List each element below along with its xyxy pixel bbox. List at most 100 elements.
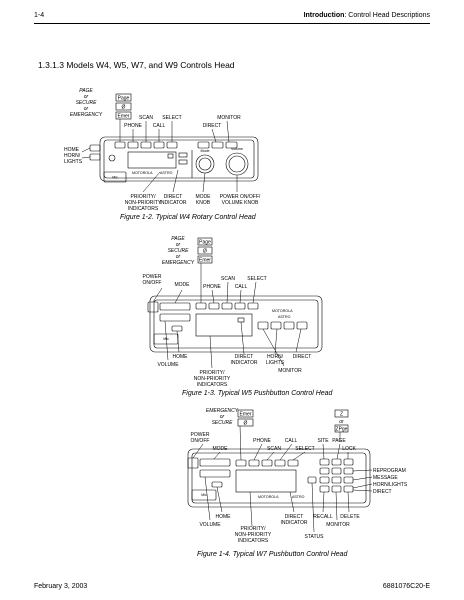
direct-indicator-label: INDICATOR <box>280 520 307 526</box>
mic-jack <box>191 489 217 501</box>
mode-knob-label: MODE <box>196 194 212 200</box>
model-text: ASTRO <box>278 315 291 319</box>
control-head-body <box>149 295 323 353</box>
mic-jack <box>103 171 127 183</box>
secure-key-text: Ø <box>244 421 248 427</box>
power-label: POWER <box>191 432 210 438</box>
site-label: SITE <box>317 438 329 444</box>
home-button <box>89 144 101 152</box>
direct-indicator-label: INDICATOR <box>159 200 186 206</box>
mode-knob-label: KNOB <box>196 200 211 206</box>
zpage-key-icon <box>334 424 349 433</box>
footer-date: February 3, 2003 <box>34 583 88 590</box>
emergency-label: EMERGENCY <box>206 408 239 414</box>
secure-key-icon <box>237 418 254 427</box>
direct-label: DIRECT <box>373 489 392 495</box>
recall-label: RECALL <box>313 514 333 520</box>
page-key-text: Page <box>199 240 211 246</box>
secure-label: SECURE <box>168 248 190 254</box>
phone-label: PHONE <box>124 123 142 129</box>
model-text: ASTRO <box>160 171 173 175</box>
volume-knob-label: VOLUME KNOB <box>222 200 259 206</box>
lcd-display <box>195 313 253 337</box>
secure-key-icon <box>197 246 213 255</box>
emergency-key-icon <box>115 111 132 120</box>
select-label: SELECT <box>162 115 181 121</box>
delete-label: DELETE <box>340 514 360 520</box>
non-priority-label: NON-PRIORITY <box>125 200 162 206</box>
priority-label: PRIORITY/ <box>130 194 156 200</box>
control-head-body <box>187 448 371 508</box>
secure-label: SECURE <box>212 420 234 426</box>
or-label: or <box>84 106 89 112</box>
model-text: ASTRO <box>292 495 305 499</box>
on-off-label: ON/OFF <box>143 280 162 286</box>
volume-label: VOLUME <box>199 522 221 528</box>
direct-indicator-label: DIRECT <box>164 194 183 200</box>
mode-knob <box>195 154 215 174</box>
mic-text: Mic <box>112 176 118 180</box>
indicators-label: INDICATORS <box>238 538 269 544</box>
secure-key-text: Ø <box>122 105 126 111</box>
or-label: or <box>176 242 181 248</box>
or-label: or <box>84 94 89 100</box>
scan-label: SCAN <box>139 115 153 121</box>
monitor-label: MONITOR <box>326 522 350 528</box>
section-title: 1.3.1.3 Models W4, W5, W7, and W9 Contro… <box>38 60 235 70</box>
on-off-label: ON/OFF <box>191 438 210 444</box>
brand-text: MOTOROLA <box>132 171 153 175</box>
status-label: STATUS <box>305 534 325 540</box>
power-button <box>187 457 199 469</box>
direct-label: DIRECT <box>203 123 222 129</box>
call-label: CALL <box>285 438 298 444</box>
or-label: or <box>220 414 225 420</box>
lights-label: LIGHTS <box>266 360 285 366</box>
or-label: or <box>176 254 181 260</box>
page-key-icon <box>197 237 213 246</box>
brand-text: MOTOROLA <box>258 495 279 499</box>
indicators-label: INDICATORS <box>128 206 159 212</box>
horn-lights-button <box>89 153 101 161</box>
emergency-key-icon <box>197 255 213 264</box>
secure-key-text: Ø <box>203 249 207 255</box>
lock-label: LOCK <box>342 446 356 452</box>
volume-button <box>199 469 231 478</box>
page-label: PAGE <box>171 236 185 242</box>
select-label: SELECT <box>247 276 266 282</box>
figure-caption-1-4: Figure 1-4. Typical W7 Pushbutton Contro… <box>197 551 348 558</box>
header-rule <box>34 23 430 24</box>
figure-caption-1-2: Figure 1-2. Typical W4 Rotary Control He… <box>120 214 256 221</box>
reprogram-label: REPROGRAM <box>373 468 406 474</box>
page-label: PAGE <box>332 438 346 444</box>
brand-text: MOTOROLA <box>272 309 293 313</box>
figure-w7-pushbutton: EMERGENCY or SECURE Emer Ø Z or ZPge POW… <box>187 408 408 544</box>
emergency-label: EMERGENCY <box>162 260 195 266</box>
running-header: Introduction: Control Head Descriptions <box>304 12 430 19</box>
secure-key-icon <box>115 102 132 111</box>
lights-label: LIGHTS <box>64 159 83 165</box>
monitor-label: MONITOR <box>278 368 302 374</box>
call-label: CALL <box>235 284 248 290</box>
mode-button <box>159 302 191 311</box>
page-key-icon <box>115 93 132 102</box>
lcd-display <box>127 151 177 169</box>
direct-indicator-label: INDICATOR <box>230 360 257 366</box>
non-priority-label: NON-PRIORITY <box>235 532 272 538</box>
mode-label: MODE <box>175 282 191 288</box>
volume-button <box>159 313 191 322</box>
emergency-key-text: Emer <box>199 258 211 264</box>
direct-indicator-label: DIRECT <box>235 354 254 360</box>
mode-knob-text: Mode <box>201 149 210 153</box>
emergency-key-icon <box>237 409 254 418</box>
emergency-key-text: Emer <box>240 412 252 418</box>
priority-label: PRIORITY/ <box>199 370 225 376</box>
horn-lights-label: HORN/LIGHTS <box>373 482 408 488</box>
mode-label: MODE <box>213 446 229 452</box>
non-priority-label: NON-PRIORITY <box>194 376 231 382</box>
mode-button <box>199 458 231 467</box>
lcd-display <box>235 469 297 493</box>
or-label: or <box>339 419 344 425</box>
zpage-key-text: ZPge <box>336 427 348 433</box>
mic-text: Mic <box>201 493 207 497</box>
volume-knob-text: Volume <box>231 147 243 151</box>
